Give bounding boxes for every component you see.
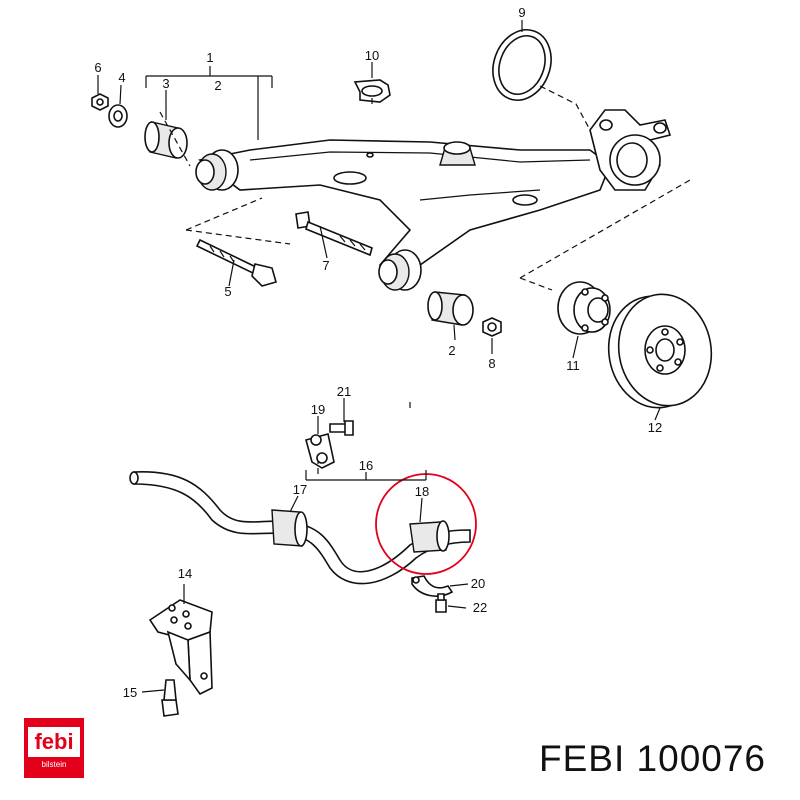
label-20: 20 <box>471 576 485 591</box>
label-6: 6 <box>94 60 101 75</box>
part-2-bushing <box>427 291 474 326</box>
part-21-bolt <box>329 420 354 436</box>
wheel-knuckle <box>589 109 672 191</box>
label-11: 11 <box>566 358 580 373</box>
label-21: 21 <box>337 384 351 399</box>
part-3-bushing <box>144 121 188 159</box>
label-17: 17 <box>293 482 307 497</box>
leader-lines <box>97 20 691 693</box>
label-1: 1 <box>206 50 213 65</box>
label-7: 7 <box>322 258 329 273</box>
label-16: 16 <box>359 458 373 473</box>
label-2-bottom: 2 <box>448 343 455 358</box>
beam-rear-bushing <box>378 249 422 291</box>
label-19: 19 <box>311 402 325 417</box>
label-5: 5 <box>224 284 231 299</box>
part-6-nut <box>91 93 109 111</box>
label-10: 10 <box>365 48 379 63</box>
part-11-wheel-hub <box>557 281 611 335</box>
part-9-seal-ring <box>492 29 552 101</box>
label-22: 22 <box>473 600 487 615</box>
part-7-bolt <box>295 211 373 257</box>
part-20-clamp <box>411 575 454 597</box>
part-number-caption: FEBI 100076 <box>539 738 766 779</box>
febi-bilstein-logo: febi bilstein <box>24 718 84 778</box>
beam-front-bushing <box>195 149 239 191</box>
part-5-bolt <box>195 238 277 287</box>
label-18: 18 <box>415 484 429 499</box>
label-2-top: 2 <box>214 78 221 93</box>
label-15: 15 <box>123 685 137 700</box>
axle-beam <box>198 139 611 276</box>
label-14: 14 <box>178 566 192 581</box>
callout-labels: 1 2 2 3 4 5 6 7 8 9 10 11 12 14 15 16 17… <box>94 5 662 700</box>
part-18-stabilizer-bushing <box>409 520 450 553</box>
part-19-bracket <box>305 433 335 469</box>
label-4: 4 <box>118 70 125 85</box>
logo-text: febi <box>28 727 80 757</box>
part-10-clip <box>353 79 391 103</box>
label-3: 3 <box>162 76 169 91</box>
part-12-brake-disc <box>607 293 713 409</box>
part-14-bracket <box>148 599 213 696</box>
part-22-bolt <box>435 593 447 613</box>
label-9: 9 <box>518 5 525 20</box>
logo-subtext: bilstein <box>41 760 67 769</box>
part-15-bolt <box>161 679 179 717</box>
part-17-bar-bushing <box>271 509 308 547</box>
label-8: 8 <box>488 356 495 371</box>
label-12: 12 <box>648 420 662 435</box>
part-4-washer <box>108 104 128 128</box>
part-8-nut <box>482 317 502 337</box>
